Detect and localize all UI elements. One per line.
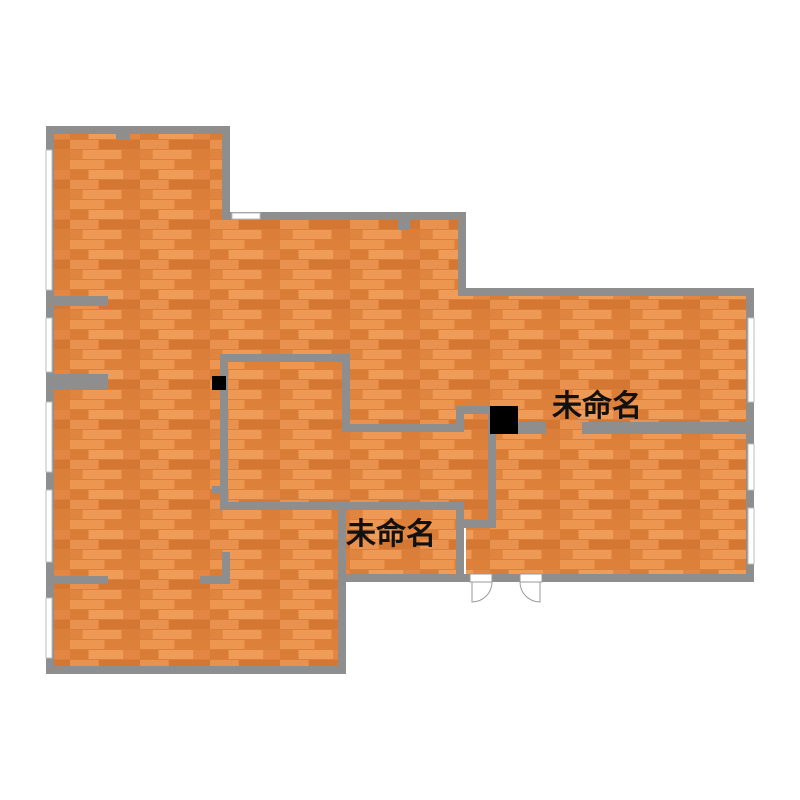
windows	[45, 149, 755, 659]
doors	[469, 573, 543, 603]
column-large	[490, 406, 518, 434]
room-label-right: 未命名	[552, 389, 642, 424]
floor	[54, 132, 748, 666]
room-label-center: 未命名	[346, 517, 436, 552]
column-small	[212, 376, 226, 390]
interior-walls	[54, 132, 752, 584]
